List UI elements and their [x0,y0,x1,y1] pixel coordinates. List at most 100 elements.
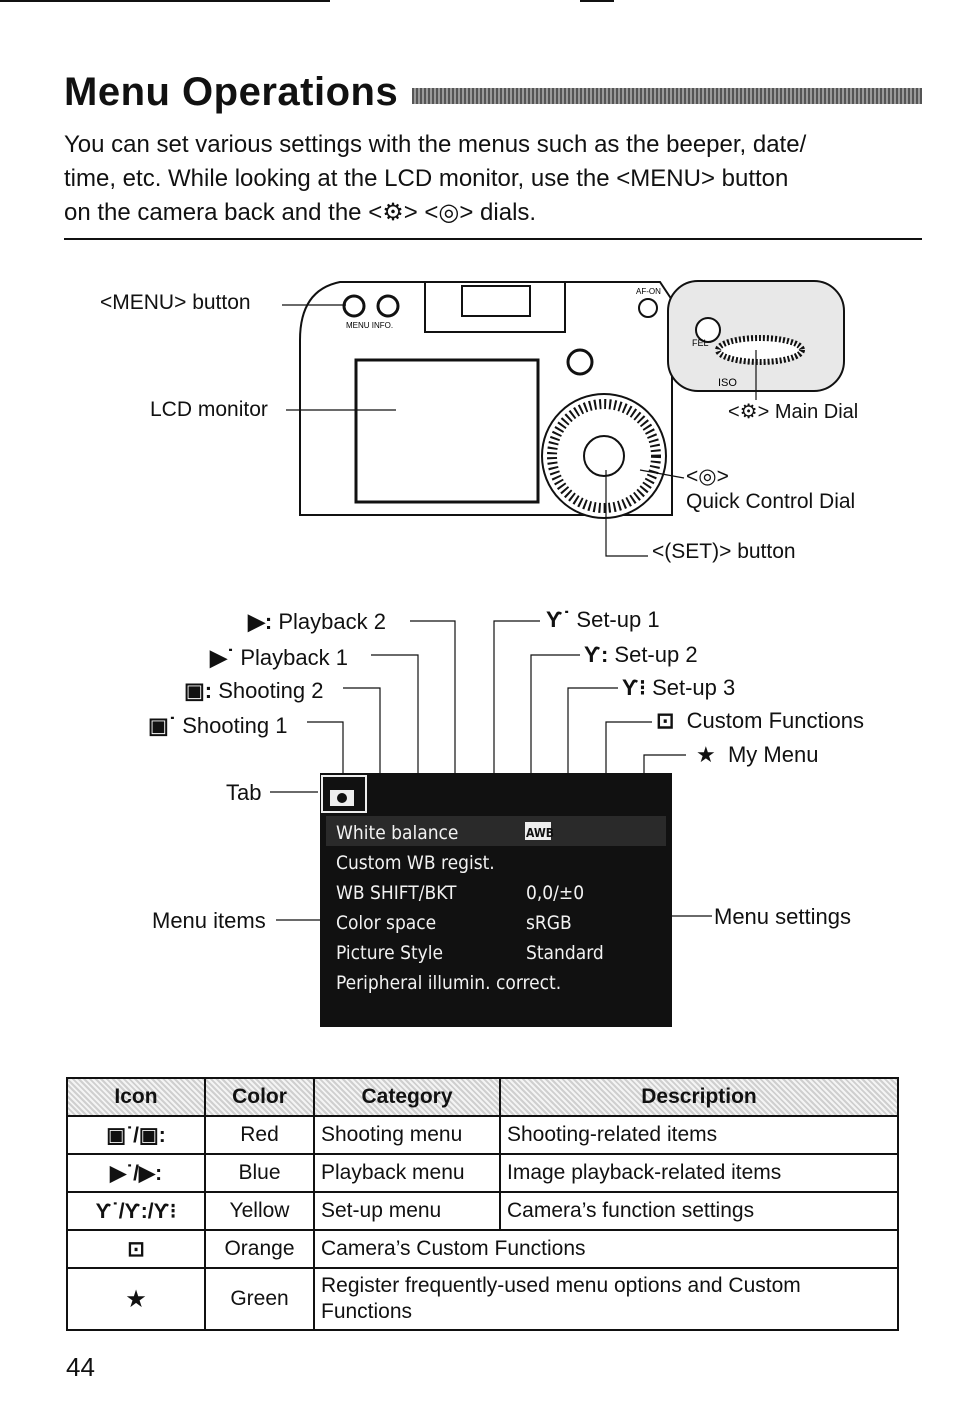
shooting-1-label: Shooting 1 [182,713,288,738]
header-icon: Icon [66,1077,206,1117]
table-cell-color: Yellow [204,1191,315,1231]
setup-menu-icon: Ƴ˙/Ƴ:/Ƴ⁝ [66,1191,206,1231]
main-dial-label: <⚙> Main Dial [728,401,859,423]
table-row: ⊡ Orange Camera’s Custom Functions [66,1229,899,1269]
screen-item: Picture Style [336,942,444,964]
top-rule-right [580,0,614,2]
tab-my-menu: ★ My Menu [696,742,818,768]
table-row: ★ Green Register frequently-used menu op… [66,1267,899,1331]
tab-custom-functions: ⊡ Custom Functions [656,708,864,734]
intro-line-2: time, etc. While looking at the LCD moni… [64,165,789,192]
tab-setup-1: Ƴ˙ Set-up 1 [546,607,660,633]
header-color: Color [204,1077,315,1117]
header-description: Description [499,1077,899,1117]
table-cell-color: Red [204,1115,315,1155]
menu-button-icon [342,294,366,318]
table-row: ▶˙/▶: Blue Playback menu Image playback-… [66,1153,899,1193]
custom-functions-label: Custom Functions [686,708,864,733]
table-row: ▣˙/▣: Red Shooting menu Shooting-related… [66,1115,899,1155]
page-number: 44 [66,1352,95,1382]
header-category: Category [313,1077,501,1117]
menu-category-table: Icon Color Category Description ▣˙/▣: Re… [66,1077,899,1331]
table-row: Ƴ˙/Ƴ:/Ƴ⁝ Yellow Set-up menu Camera’s fun… [66,1191,899,1231]
svg-text:FEL: FEL [692,338,709,348]
menu-screen [320,773,672,1027]
shooting-2-label: Shooting 2 [218,678,324,703]
screen-menu-list: White balance AWB Custom WB regist. WB S… [336,818,666,998]
title-bar-decoration [412,88,922,104]
quick-control-dial-label: Quick Control Dial [686,490,856,513]
custom-functions-table-icon: ⊡ [66,1229,206,1269]
table-cell-description: Camera’s function settings [499,1191,899,1231]
screen-item: Color space [336,912,437,934]
screen-setting: 0,0/±0 [526,882,585,904]
table-cell-description: Image playback-related items [499,1153,899,1193]
star-button-icon [566,348,594,376]
tab-setup-2: Ƴ: Set-up 2 [584,642,698,668]
screen-row: White balance AWB [336,818,666,848]
tab-label: Tab [226,780,262,805]
tab-playback-2: ▶: Playback 2 [248,609,386,635]
set-button-label: <(SET)> button [652,540,796,563]
lcd-monitor-label: LCD monitor [150,398,268,421]
shooting-1-icon: ▣˙ [148,713,177,738]
screen-setting: AWB [526,826,554,840]
my-menu-label: My Menu [727,742,819,767]
screen-item: White balance [336,822,459,844]
table-cell-category: Playback menu [313,1153,501,1193]
table-cell-category: Set-up menu [313,1191,501,1231]
table-cell-category: Shooting menu [313,1115,501,1155]
table-cell-category: Camera’s Custom Functions [313,1229,899,1269]
screen-row: Custom WB regist. [336,848,666,878]
screen-highlight [326,816,666,846]
table-cell-color: Blue [204,1153,315,1193]
viewfinder-window [461,285,531,317]
setup-2-icon: Ƴ: [584,642,609,667]
shooting-2-icon: ▣: [184,678,213,703]
camera-diagram: MENU INFO. ISO FEL AF-ON [270,280,845,1027]
intro-line-1: You can set various settings with the me… [64,131,807,158]
top-rule-left [0,0,330,2]
setup-1-icon: Ƴ˙ [546,607,571,632]
tab-shooting-2: ▣: Shooting 2 [184,678,323,704]
playback-1-label: Playback 1 [240,645,348,670]
playback-2-icon: ▶: [248,609,273,634]
playback-menu-icon: ▶˙/▶: [66,1153,206,1193]
menu-button-label: <MENU> button [100,291,251,314]
screen-item: Peripheral illumin. correct. [336,972,562,994]
table-cell-description: Shooting-related items [499,1115,899,1155]
screen-row: Color space sRGB [336,908,666,938]
table-cell-color: Orange [204,1229,315,1269]
intro-rule [64,238,922,240]
lcd-screen [354,358,540,504]
star-icon: ★ [696,742,716,767]
svg-text:ISO: ISO [718,377,737,389]
custom-functions-icon: ⊡ [656,708,675,733]
screen-item: Custom WB regist. [336,852,495,874]
quick-control-symbol: <◎> [686,465,729,488]
svg-text:AF-ON: AF-ON [636,287,661,296]
tab-shooting-1: ▣˙ Shooting 1 [148,713,287,739]
setup-2-label: Set-up 2 [614,642,698,667]
menu-items-label: Menu items [152,908,266,933]
shooting-menu-icon: ▣˙/▣: [66,1115,206,1155]
setup-3-icon: Ƴ⁝ [622,675,646,700]
screen-row: Picture Style Standard [336,938,666,968]
table-cell-category: Register frequently-used menu options an… [313,1267,899,1331]
af-on-button-icon [638,298,658,318]
tab-setup-3: Ƴ⁝ Set-up 3 [622,675,735,701]
info-button-icon [376,294,400,318]
tab-playback-1: ▶˙ Playback 1 [210,645,348,671]
table-header-row: Icon Color Category Description [66,1077,899,1117]
svg-text:MENU INFO.: MENU INFO. [346,321,393,330]
screen-row: Peripheral illumin. correct. [336,968,666,998]
playback-1-icon: ▶˙ [210,645,235,670]
menu-settings-label: Menu settings [714,904,851,929]
screen-item: WB SHIFT/BKT [336,882,457,904]
set-button-icon [583,435,625,477]
setup-3-label: Set-up 3 [652,675,736,700]
screen-row: WB SHIFT/BKT 0,0/±0 [336,878,666,908]
setup-1-label: Set-up 1 [576,607,660,632]
intro-paragraph: You can set various settings with the me… [64,128,924,230]
my-menu-star-icon: ★ [66,1267,206,1331]
